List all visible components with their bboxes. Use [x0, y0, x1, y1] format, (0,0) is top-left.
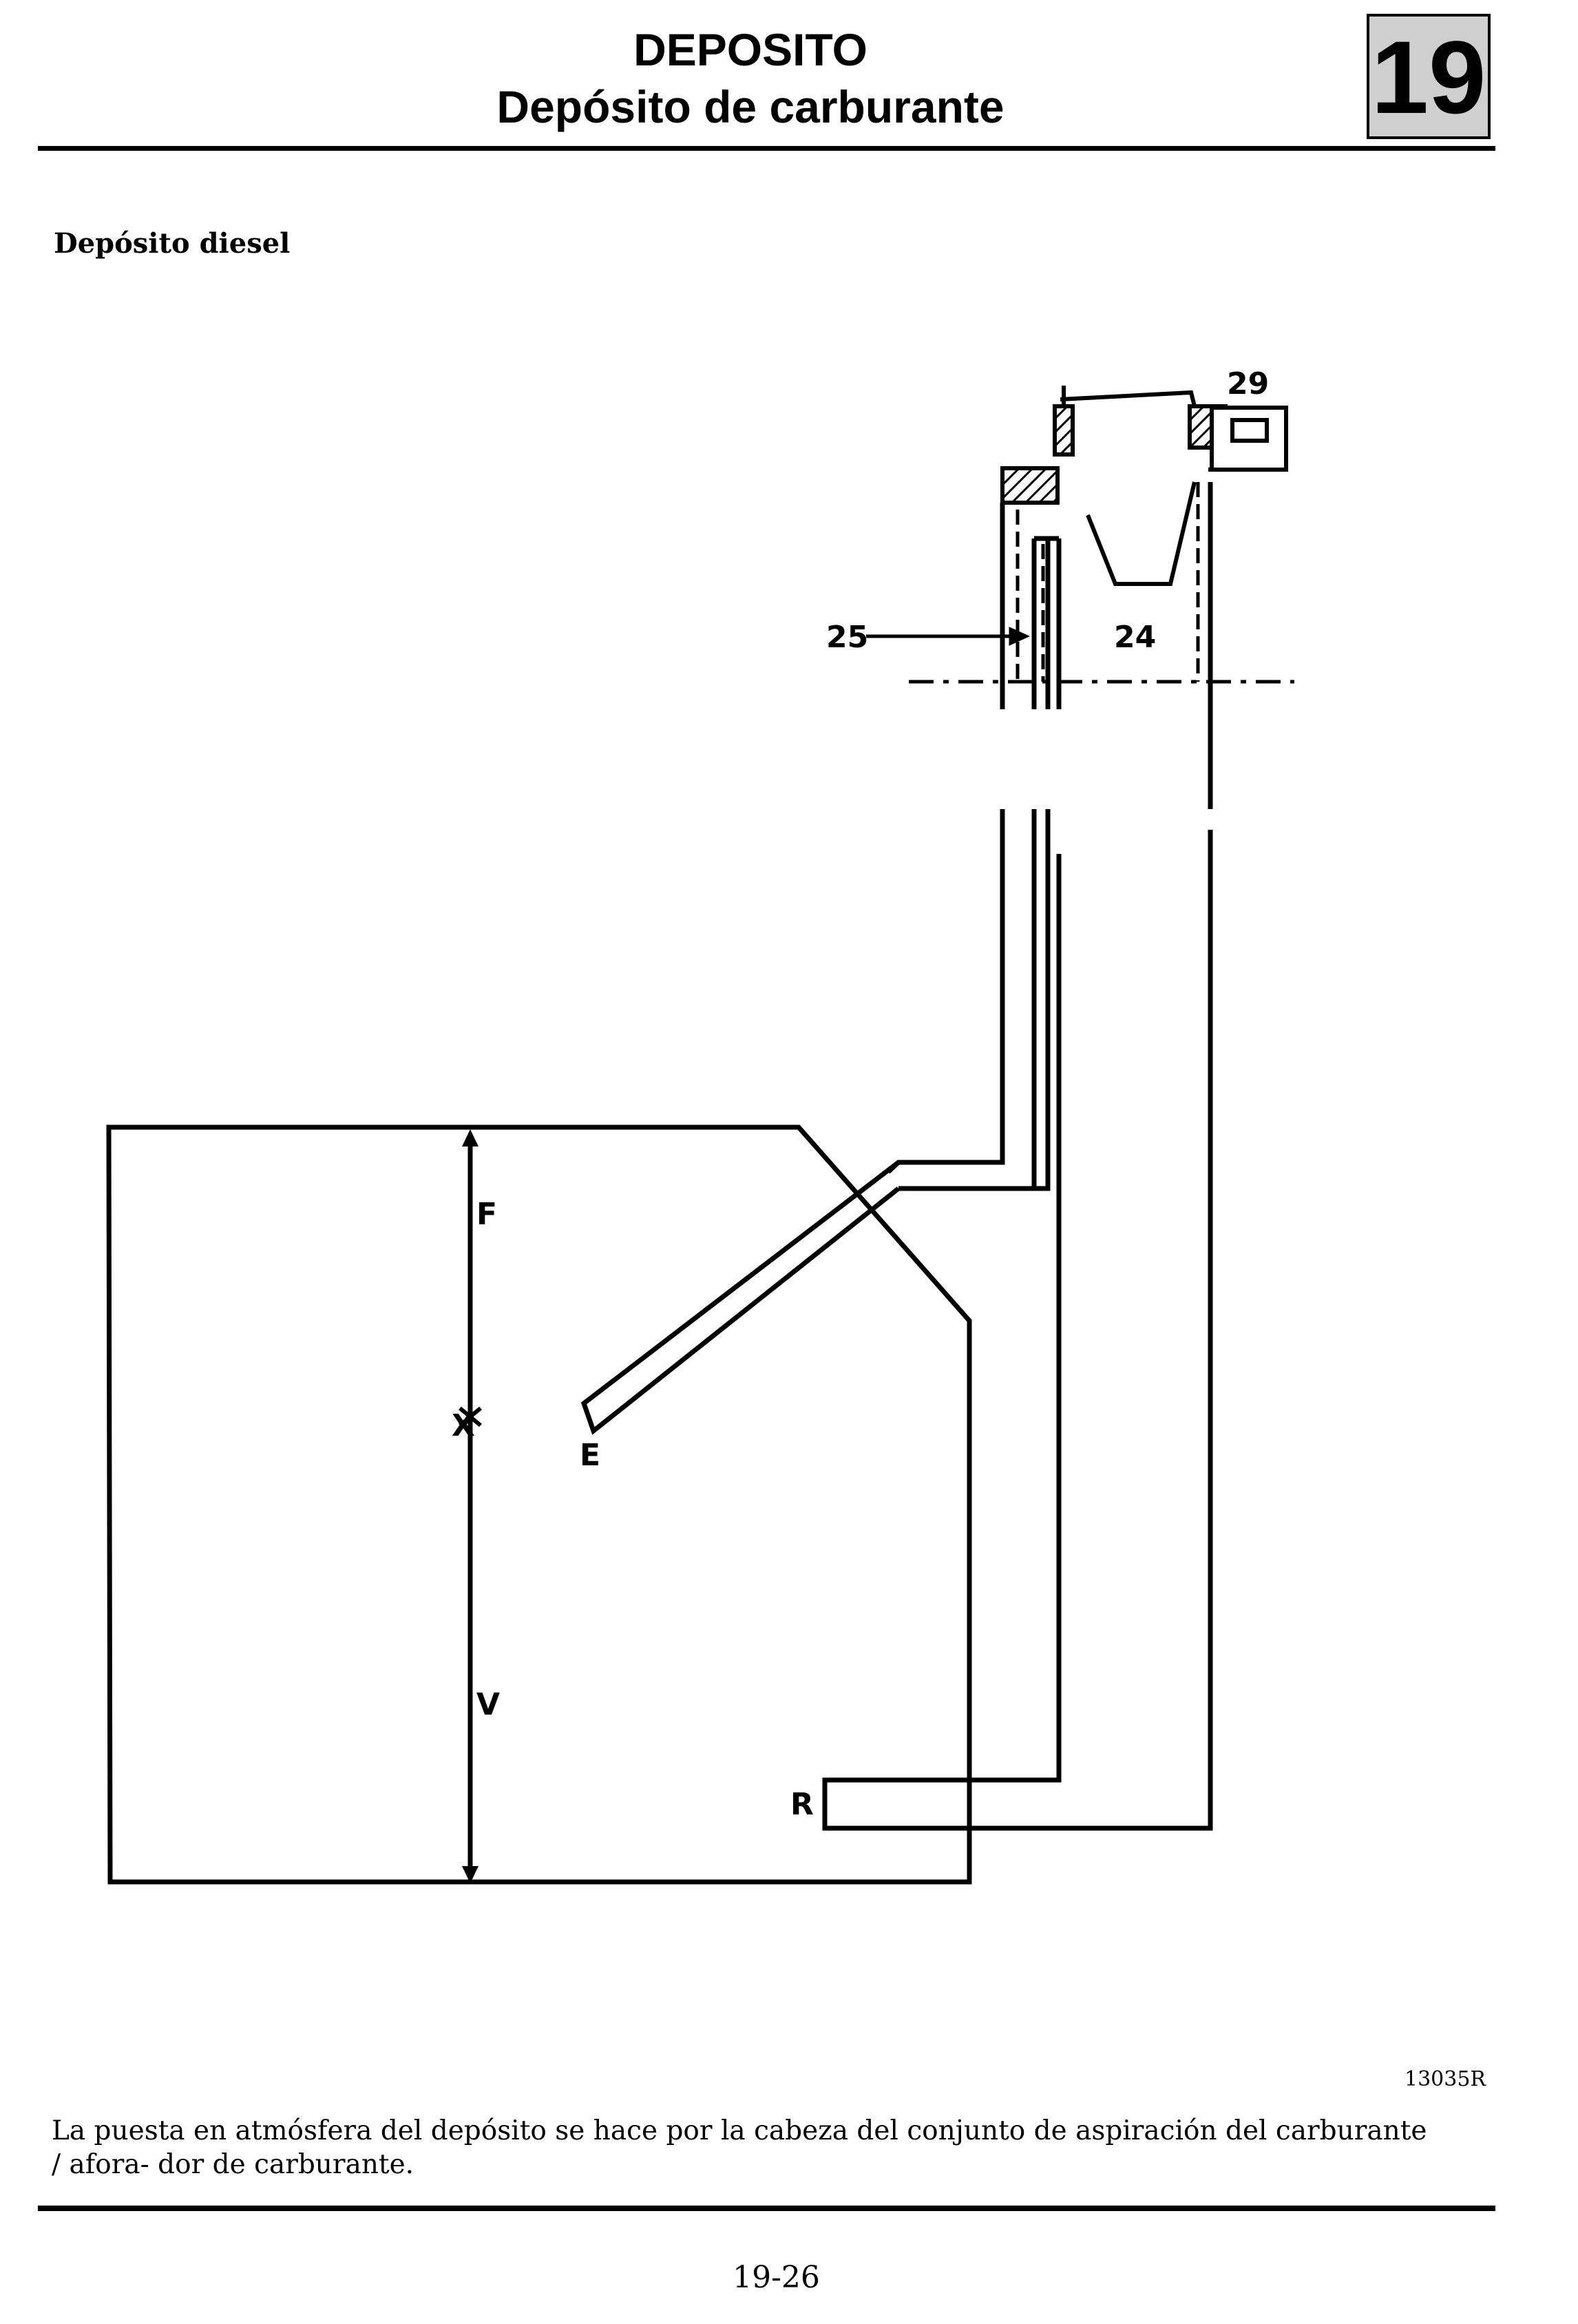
filler-pipe: [580, 1160, 901, 1435]
figure-reference: 13035R: [1405, 2067, 1486, 2091]
header-subtitle: Depósito de carburante: [496, 81, 1004, 132]
filler-cap-clip: [1053, 404, 1075, 457]
filler-cap-seat-left: [1000, 466, 1060, 505]
chapter-number-badge: 19: [1367, 14, 1491, 139]
label-25: 25: [826, 620, 868, 655]
label-F: F: [476, 1197, 497, 1232]
label-X: X: [452, 1408, 475, 1443]
label-R: R: [790, 1787, 814, 1822]
figure-caption: La puesta en atmósfera del depósito se h…: [52, 2115, 1427, 2180]
filler-tube-outer-wall: [886, 682, 1005, 1174]
filler-neck-right-wall: [822, 538, 1213, 1831]
footer-rule: [38, 2206, 1495, 2211]
header-rule: [38, 146, 1495, 151]
label-29: 29: [1227, 366, 1269, 401]
page-number: 19-26: [733, 2260, 820, 2295]
label-E: E: [580, 1438, 600, 1473]
label-24: 24: [1114, 620, 1156, 655]
section-title: Depósito diesel: [54, 227, 291, 260]
label-V: V: [476, 1687, 500, 1722]
filler-cap-body: [1086, 481, 1197, 586]
header-title: DEPOSITO: [633, 24, 867, 75]
tank-outline: [106, 1124, 972, 1885]
